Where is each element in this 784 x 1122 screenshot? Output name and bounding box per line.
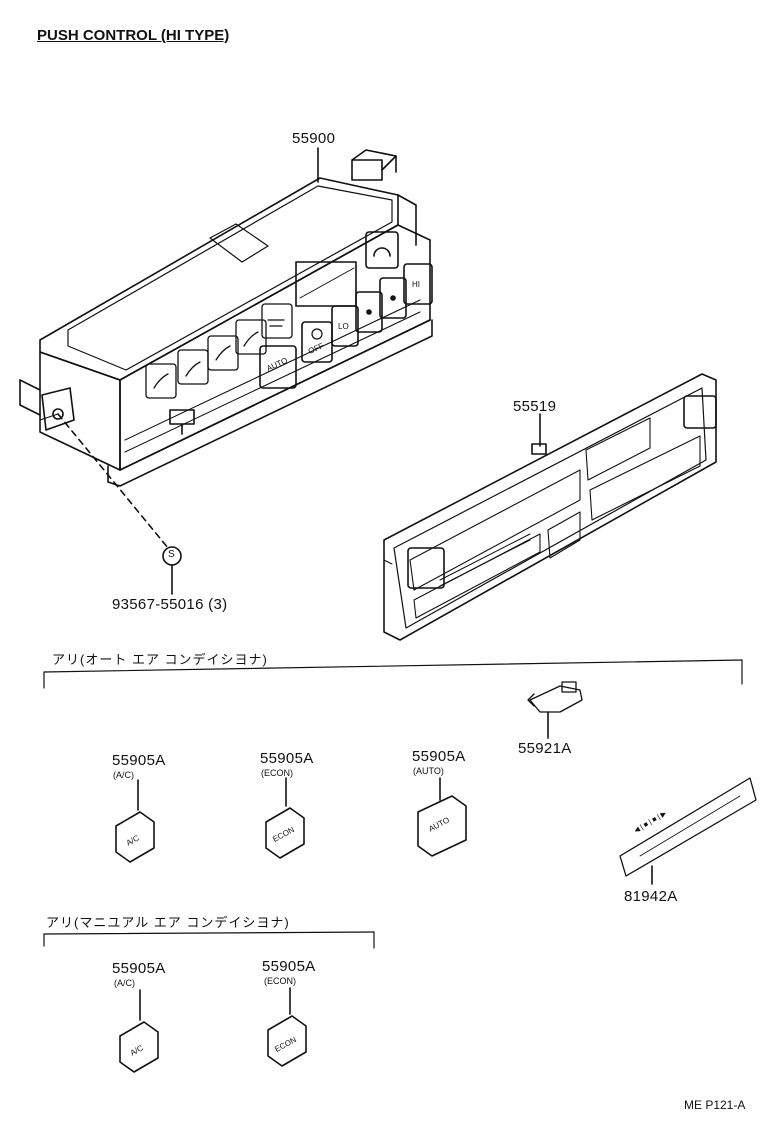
clip-55921a: [527, 681, 583, 713]
part-number-55921a: 55921A: [518, 740, 572, 757]
auto-econ-part-number: 55905A: [260, 750, 314, 767]
unit-hi-label: HI: [412, 280, 420, 289]
control-unit-55900: [19, 149, 433, 487]
part-number-55519: 55519: [513, 398, 557, 415]
screw-leader-dashed: [57, 413, 169, 549]
unit-lo-button: [331, 305, 359, 347]
auto-ac-button-part: [115, 811, 155, 863]
manual-group-bracket: [43, 931, 375, 949]
manual-group-heading: アリ(マニユアル エア コンデイシヨナ): [46, 915, 290, 930]
unit-lo-label: LO: [338, 322, 349, 331]
bezel-panel-55519: [383, 373, 717, 641]
manual-ac-part-number: 55905A: [112, 960, 166, 977]
auto-econ-subtype: (ECON): [261, 768, 293, 778]
auto-group-bracket: [43, 659, 743, 689]
auto-econ-button-part: [265, 807, 305, 859]
page-title: PUSH CONTROL (HI TYPE): [37, 27, 230, 44]
part-number-55900: 55900: [292, 130, 336, 147]
manual-ac-subtype: (A/C): [114, 978, 135, 988]
mode-button-row: [145, 303, 293, 399]
auto-group-heading: アリ(オート エア コンデイシヨナ): [52, 652, 268, 667]
screw-symbol-letter: S: [168, 549, 175, 560]
part-number-81942a: 81942A: [624, 888, 678, 905]
display-window: [295, 261, 357, 307]
unit-hi-button: [403, 263, 433, 305]
auto-ac-subtype: (A/C): [113, 770, 134, 780]
manual-ac-button-part: [119, 1021, 159, 1073]
unit-auto-button: [259, 345, 297, 389]
unit-fan-button-1: [355, 291, 383, 333]
label-strip-81942a: [619, 777, 757, 877]
diagram-code: ME P121-A: [684, 1098, 746, 1112]
auto-ac-part-number: 55905A: [112, 752, 166, 769]
manual-econ-part-number: 55905A: [262, 958, 316, 975]
manual-econ-button-part: [267, 1015, 307, 1067]
auto-auto-subtype: (AUTO): [413, 766, 444, 776]
auto-auto-button-part: [417, 795, 467, 857]
auto-auto-part-number: 55905A: [412, 748, 466, 765]
screw-part-number: 93567-55016 (3): [112, 596, 228, 613]
unit-fan-button-2: [379, 277, 407, 319]
manual-econ-subtype: (ECON): [264, 976, 296, 986]
